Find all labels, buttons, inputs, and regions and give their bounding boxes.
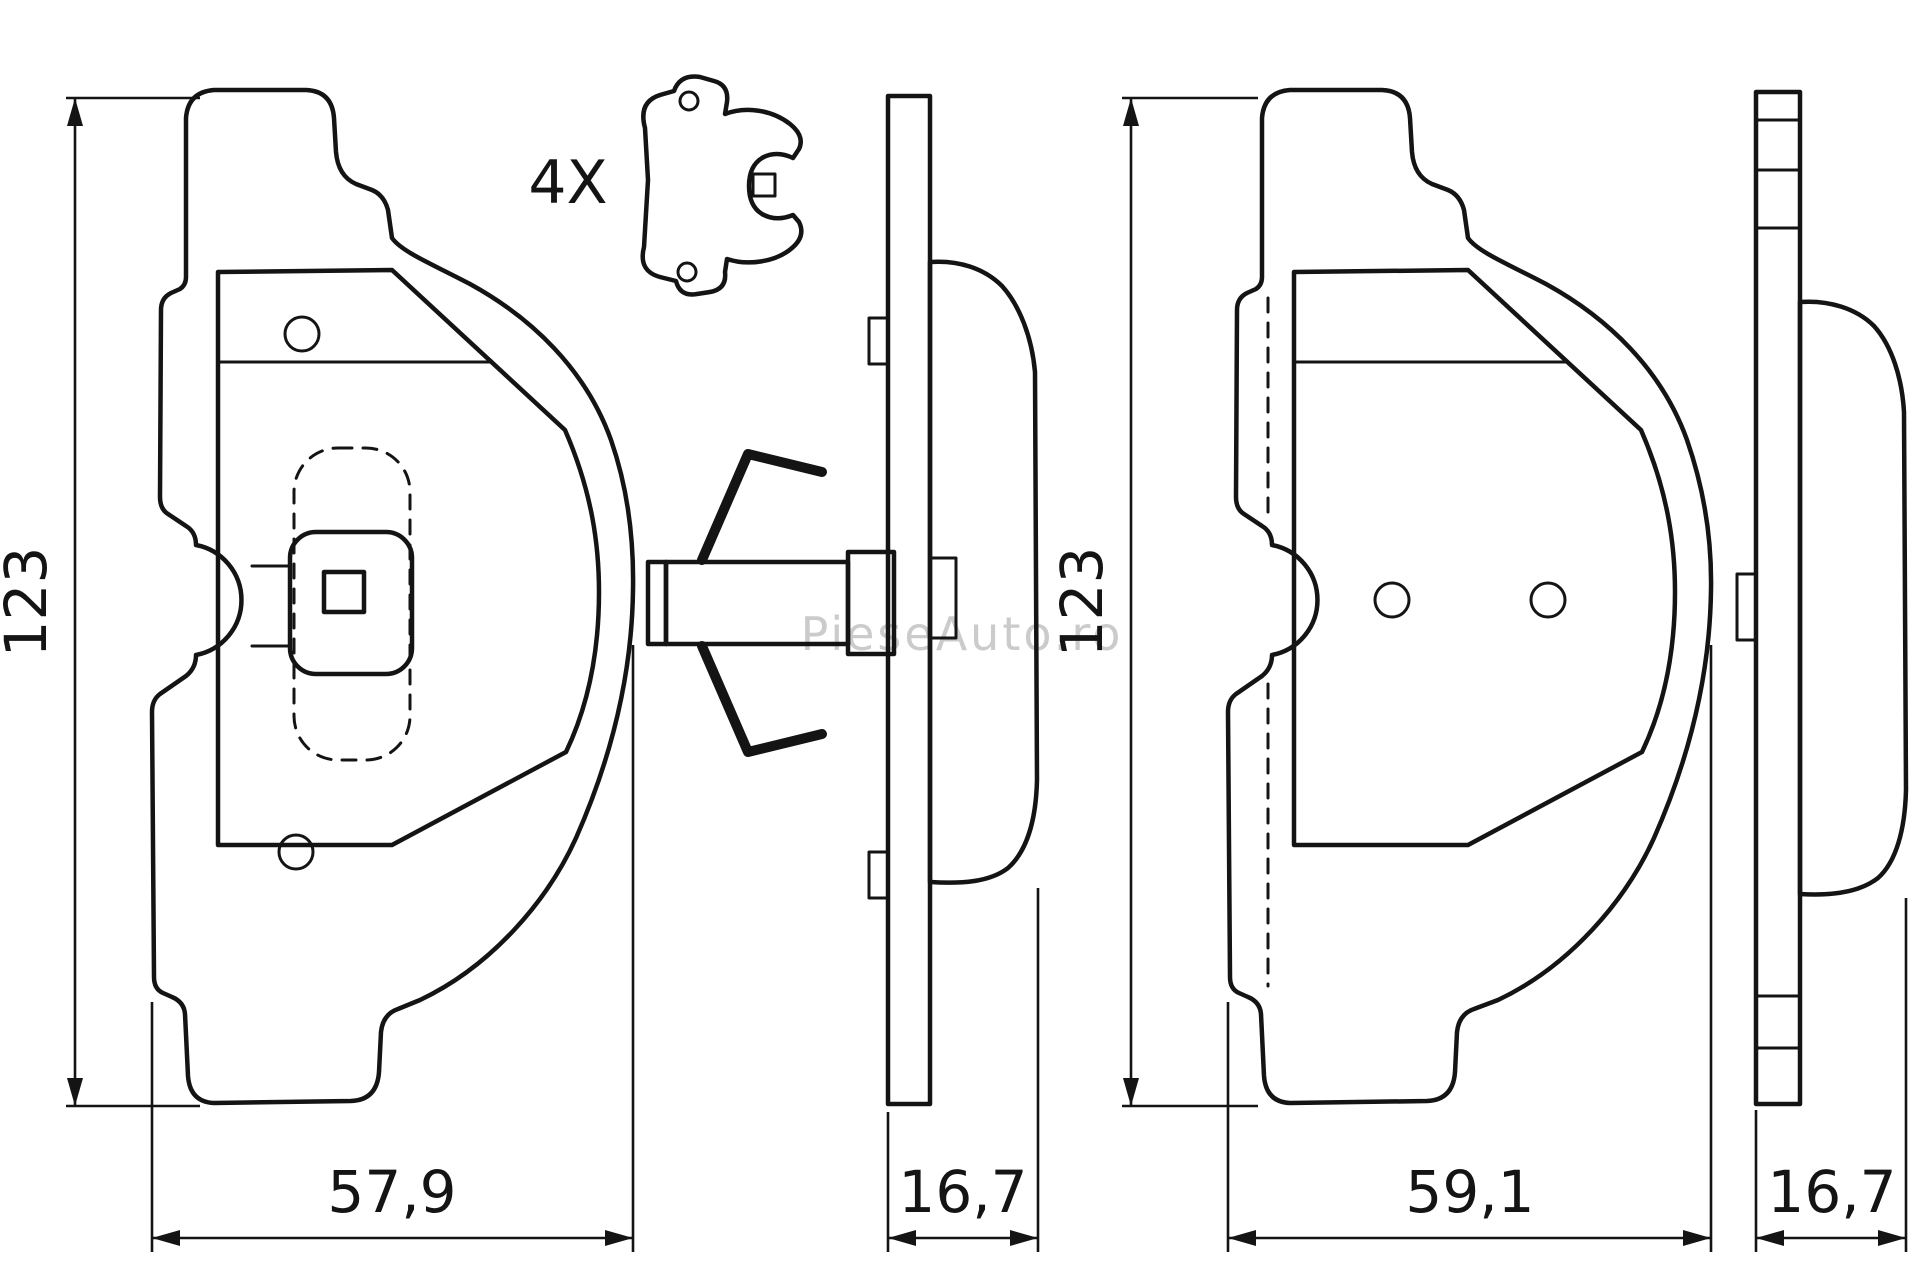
dim-label-center-thickness: 16,7 [898,1158,1027,1226]
side-clip-slot [928,556,958,640]
dim-arrow [1123,98,1139,126]
dim-label-left-height: 123 [0,547,60,658]
sensor-arm-bottom [697,641,827,757]
clip-outline [640,74,804,297]
dim-arrow [1756,1230,1784,1246]
dim-arrow [605,1230,633,1246]
sensor-terminal [845,549,897,657]
dim-center-thickness: 16,7 [886,888,1040,1252]
right-side-friction-block [1797,299,1909,897]
center-side-view [867,93,1040,1107]
right-pad-rivet-hole-left [1373,581,1411,619]
clip-quantity-label: 4X [528,148,607,218]
right-pad-friction-outline [1291,267,1678,848]
side-friction-block [927,259,1040,885]
left-pad-rivet-hole-bottom [277,833,315,871]
wear-sensor-view [645,449,897,757]
clip-hole-top [678,90,700,112]
right-pad-outer-outline [1225,87,1714,1106]
dim-right-width: 59,1 [1226,645,1713,1252]
side-backing-plate [885,93,933,1107]
dim-label-right-width: 59,1 [1405,1158,1534,1226]
clip-hole-bottom [676,261,698,283]
dim-label-left-width: 57,9 [327,1158,456,1226]
side-tab-top [867,316,890,366]
dim-arrow [1010,1230,1038,1246]
dim-arrow [1228,1230,1256,1246]
accessory-clip-view: 4X [528,74,804,297]
right-side-tab [1735,572,1758,642]
sensor-cap [645,559,669,647]
left-pad-outer-outline [149,87,636,1106]
dim-arrow [1878,1230,1906,1246]
dim-arrow [152,1230,180,1246]
left-pad-rivet-hole-top [283,315,321,353]
dim-left-height: 123 [0,96,200,1108]
left-pad-damper-plate [287,529,415,677]
side-tab-bottom [867,850,890,900]
clip-square-hole [751,172,777,198]
dim-left-width: 57,9 [150,645,635,1252]
left-pad-front-view [149,87,636,1106]
dim-arrow [67,1078,83,1106]
dim-arrow [1683,1230,1711,1246]
dim-arrow [67,98,83,126]
left-pad-friction-outline [215,267,602,848]
dim-right-height: 123 [1048,96,1258,1108]
dim-far-right-thickness: 16,7 [1754,898,1908,1252]
right-pad-rivet-hole-right [1529,581,1567,619]
right-pad-front-view [1225,87,1714,1106]
left-pad-damper-spring-dashed [292,446,412,762]
dim-arrow [888,1230,916,1246]
left-pad-damper-square [321,569,367,615]
dim-label-far-right-thickness: 16,7 [1767,1158,1896,1226]
sensor-arm-top [697,449,827,565]
right-side-backing-plate [1753,89,1803,1107]
right-side-view [1735,89,1909,1107]
dim-arrow [1123,1078,1139,1106]
dim-label-right-height: 123 [1048,547,1116,658]
